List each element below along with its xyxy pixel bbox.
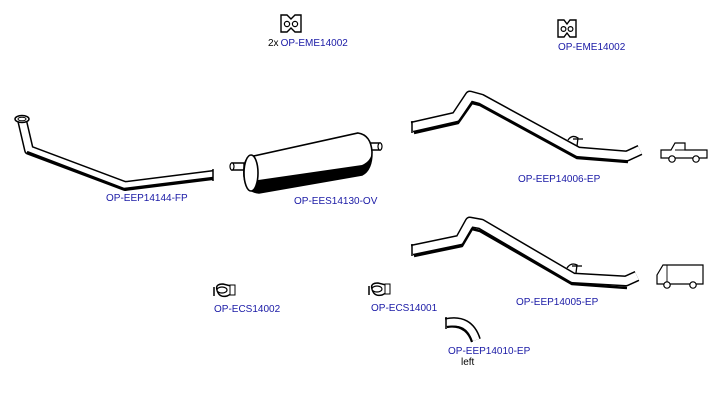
rubber-mount-icon[interactable] [280, 14, 302, 33]
van-icon [656, 264, 704, 289]
front-pipe-icon[interactable] [14, 114, 214, 191]
bend-pipe-side-note: left [461, 357, 475, 368]
bend-pipe-icon[interactable] [444, 317, 481, 343]
pickup-truck-icon [660, 142, 708, 163]
quantity-label: 2x [268, 38, 279, 49]
part-link-eep14010-ep[interactable]: OP-EEP14010-EP [448, 346, 531, 357]
part-link-eme14002-a[interactable]: OP-EME14002 [280, 38, 348, 49]
part-link-ees14130-ov[interactable]: OP-EES14130-OV [294, 196, 378, 207]
rubber-mount-icon[interactable] [557, 19, 577, 38]
part-link-eme14002-b[interactable]: OP-EME14002 [558, 42, 626, 53]
clamp-icon[interactable] [213, 283, 236, 298]
part-link-ecs14001[interactable]: OP-ECS14001 [371, 303, 438, 314]
clamp-icon[interactable] [368, 282, 391, 297]
tail-pipe-icon[interactable] [410, 216, 640, 290]
silencer-icon[interactable] [229, 132, 383, 194]
tail-pipe-icon[interactable] [410, 90, 643, 164]
part-link-eep14005-ep[interactable]: OP-EEP14005-EP [516, 297, 599, 308]
part-link-eep14006-ep[interactable]: OP-EEP14006-EP [518, 174, 601, 185]
part-link-eep14144-fp[interactable]: OP-EEP14144-FP [106, 193, 188, 204]
part-link-ecs14002[interactable]: OP-ECS14002 [214, 304, 281, 315]
